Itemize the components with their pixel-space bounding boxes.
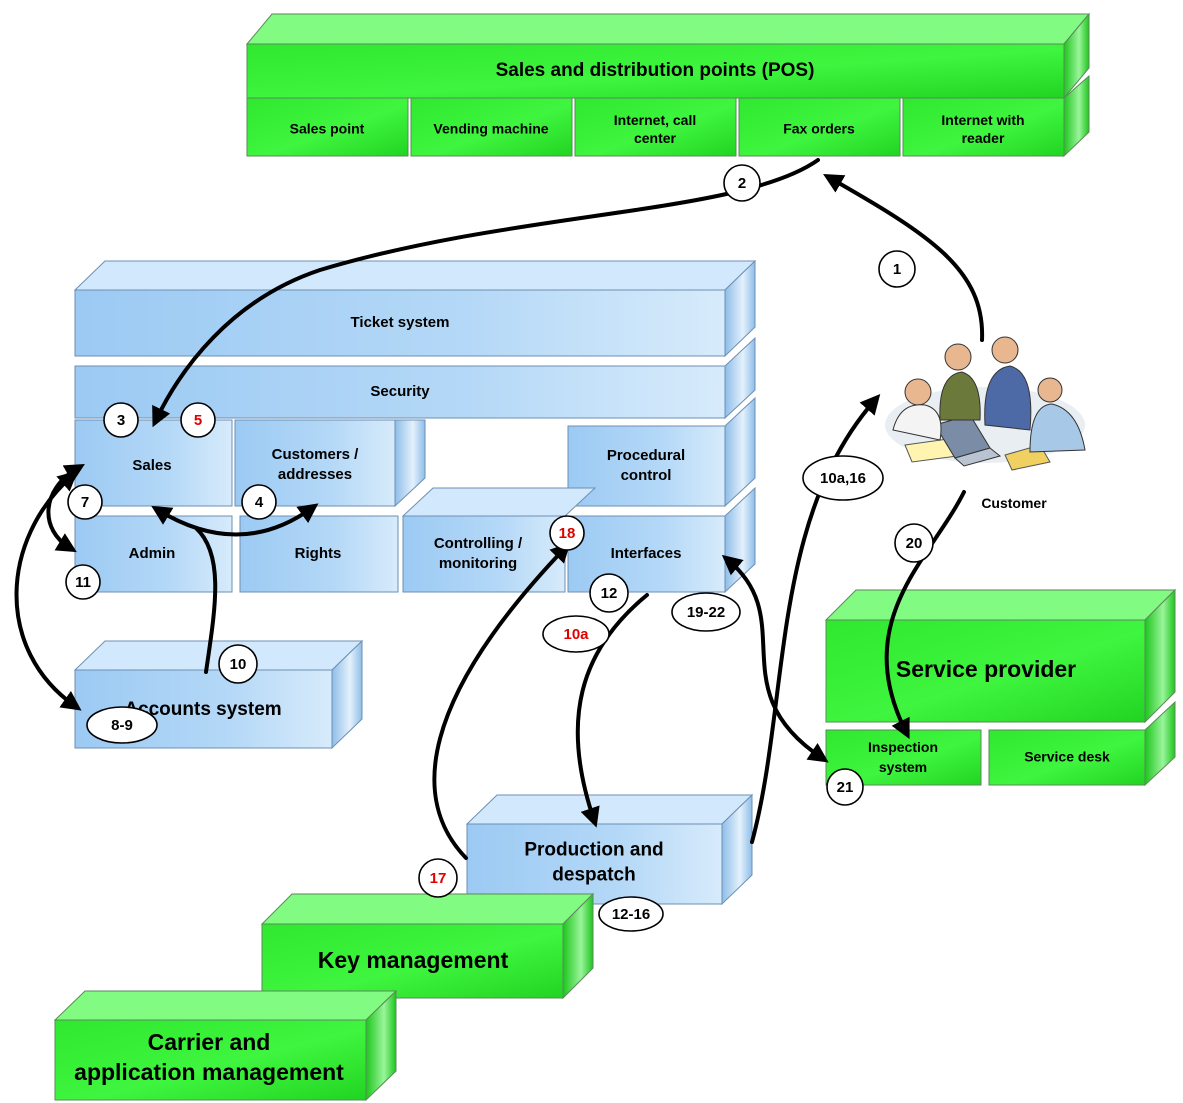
svg-text:1: 1 — [893, 261, 901, 278]
step-badge-highlight: 5 — [180, 402, 216, 438]
arrow-production-interfaces — [432, 542, 571, 860]
arrow-customer-to-fax — [823, 174, 985, 342]
service-desk-label: Service desk — [1024, 749, 1110, 765]
svg-text:18: 18 — [559, 525, 576, 542]
key-management-block: Key management — [260, 892, 595, 1000]
svg-text:12-16: 12-16 — [612, 906, 650, 923]
pos-channel-vending-machine: Vending machine — [410, 97, 573, 157]
channel-label: Vending machine — [433, 121, 548, 137]
svg-text:11: 11 — [75, 574, 91, 591]
step-badge-highlight: 17 — [418, 858, 458, 898]
pos-block: Sales and distribution points (POS) Sale… — [245, 12, 1091, 158]
pos-channel-sales-point: Sales point — [246, 97, 409, 157]
step-badge: 11 — [65, 564, 101, 600]
svg-text:7: 7 — [81, 494, 89, 511]
people-at-laptop-icon — [885, 336, 1086, 471]
pos-title: Sales and distribution points (POS) — [496, 60, 815, 81]
arrow-accounts-up — [194, 526, 218, 674]
ticket-system-block: Ticket system Security Sales Customers /… — [73, 259, 757, 594]
rights-label: Rights — [295, 545, 342, 562]
svg-text:8-9: 8-9 — [111, 717, 133, 734]
channel-label: Fax orders — [783, 121, 855, 137]
channel-label: Sales point — [290, 121, 365, 137]
step-badge-highlight: 18 — [549, 515, 585, 551]
svg-text:10: 10 — [230, 656, 247, 673]
step-badge: 10a,16 — [802, 455, 884, 501]
ticket-system-label: Ticket system — [351, 314, 450, 331]
svg-text:2: 2 — [738, 175, 746, 192]
step-badge-highlight: 10a — [542, 615, 610, 653]
step-badge: 8-9 — [86, 706, 158, 744]
step-badge: 12-16 — [598, 896, 664, 932]
step-badge: 20 — [894, 523, 934, 563]
arrow-sales-accounts — [14, 470, 82, 711]
svg-text:19-22: 19-22 — [687, 604, 725, 621]
step-badge: 7 — [67, 484, 103, 520]
step-badge: 10 — [218, 644, 258, 684]
svg-text:21: 21 — [837, 779, 854, 796]
key-management-label: Key management — [318, 947, 509, 973]
arrow-interfaces-production — [575, 593, 649, 828]
svg-text:12: 12 — [601, 585, 618, 602]
svg-text:5: 5 — [194, 412, 202, 429]
svg-text:3: 3 — [117, 412, 125, 429]
step-badge: 3 — [103, 402, 139, 438]
svg-text:10a: 10a — [563, 626, 589, 643]
svg-text:20: 20 — [906, 535, 923, 552]
accounts-label: Accounts system — [124, 699, 281, 720]
svg-text:17: 17 — [430, 870, 447, 887]
admin-label: Admin — [129, 545, 176, 562]
arrow-sales-customers — [151, 503, 319, 537]
controlling-label: Controlling /monitoring — [434, 535, 523, 572]
sales-label: Sales — [132, 457, 171, 474]
step-badge: 4 — [241, 484, 277, 520]
svg-text:10a,16: 10a,16 — [820, 470, 866, 487]
step-badge: 2 — [723, 164, 761, 202]
step-badge: 19-22 — [671, 592, 741, 632]
customer-label: Customer — [981, 495, 1047, 511]
step-badge: 21 — [826, 768, 864, 806]
svg-text:4: 4 — [255, 494, 264, 511]
interfaces-label: Interfaces — [611, 545, 682, 562]
customers-label: Customers /addresses — [272, 446, 360, 483]
security-label: Security — [370, 383, 430, 400]
step-badges: 2 1 3 5 7 4 11 10 8-9 18 12 10a 19-22 10… — [65, 164, 934, 932]
arrow-customer-inspection — [884, 490, 966, 740]
step-badge: 12 — [589, 573, 629, 613]
service-provider-label: Service provider — [896, 656, 1076, 682]
arrow-interfaces-inspection — [721, 554, 829, 763]
step-badge: 1 — [878, 250, 916, 288]
pos-channel-fax-orders: Fax orders — [738, 97, 901, 157]
